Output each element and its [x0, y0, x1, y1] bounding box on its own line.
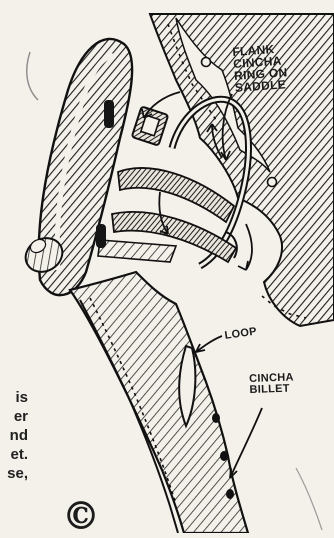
cropped-text-column: is er nd et. se,: [0, 388, 28, 483]
billet-pointer: [230, 408, 262, 478]
flank-label-line-4: SADDLE: [235, 78, 289, 94]
text-fragment: et.: [0, 445, 28, 464]
text-fragment: nd: [0, 426, 28, 445]
loop-pointer: [196, 336, 222, 352]
cincha-billet-line-2: BILLET: [249, 383, 294, 396]
text-fragment: is: [0, 388, 28, 407]
cincha-billet-label: CINCHA BILLET: [249, 372, 294, 396]
copyright-mark: ©: [62, 497, 100, 535]
text-fragment: er: [0, 407, 28, 426]
decorative-curve: [27, 52, 38, 100]
flank-cincha-ring-label: FLANK CINCHA RING ON SADDLE: [232, 42, 289, 94]
decorative-line: [296, 468, 322, 530]
text-fragment: se,: [0, 464, 28, 483]
